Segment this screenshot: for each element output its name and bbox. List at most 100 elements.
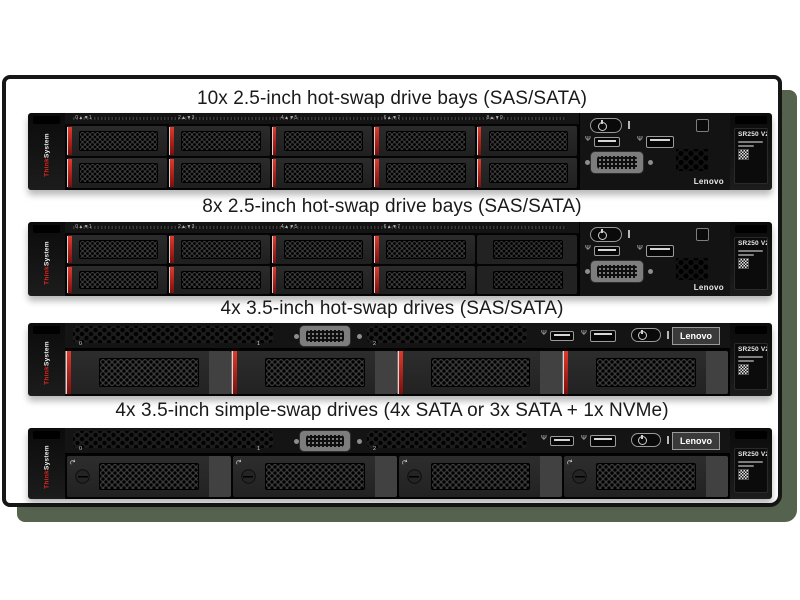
label-text-line (738, 250, 763, 252)
vga-connector (294, 430, 351, 452)
right-rack-ear: SR250 V2 (730, 113, 772, 190)
left-rack-ear: ThinkSystem (28, 222, 65, 296)
drive-bay-area: 0▲▼1 2▲▼3 4▲▼5 6▲▼7 8▲▼9 (65, 113, 579, 190)
thinksystem-logo: ThinkSystem (43, 240, 50, 285)
vent-holes (367, 431, 527, 448)
drive-tray-2.5-hotswap (271, 158, 373, 188)
lenovo-logo: Lenovo (672, 432, 720, 450)
drive-tray-2.5-hotswap (169, 158, 270, 188)
usb-icon: Ψ (637, 245, 643, 252)
qr-code (738, 149, 749, 160)
usb-port (646, 136, 674, 148)
release-arrow-icon: ↷ (233, 457, 245, 468)
thinksystem-logo: ThinkSystem (43, 341, 50, 386)
vga-connector (294, 325, 351, 347)
drive-bay-grid (65, 124, 579, 190)
drive-vent (79, 240, 159, 259)
drive-bay-filler (476, 235, 577, 264)
system-id-icon (696, 119, 709, 132)
drive-vent (283, 240, 364, 259)
drive-vent (488, 131, 568, 151)
drive-bay-filler (476, 265, 577, 294)
drive-tray-3.5-hotswap (67, 351, 231, 394)
drive-bay-area: 0▲▼1 2▲▼3 4▲▼5 6▲▼7 (65, 222, 579, 296)
vent-holes (73, 431, 273, 448)
model-name: SR250 V2 (738, 451, 768, 458)
power-icon (598, 229, 607, 240)
drive-bay-grid (65, 233, 579, 296)
drive-vent (79, 131, 159, 151)
drive-tray-2.5-hotswap (374, 158, 475, 188)
usb-icon: Ψ (581, 435, 587, 442)
model-label: SR250 V2 (734, 343, 768, 390)
vent-holes (676, 149, 708, 171)
thinksystem-logo: ThinkSystem (43, 445, 50, 489)
drive-vent (181, 131, 261, 151)
server-4x3.5-hotswap: ThinkSystem 0 1 2 Ψ Ψ Lenovo (28, 323, 772, 396)
bay-number: 1 (257, 341, 261, 347)
chassis-front: 0▲▼1 2▲▼3 4▲▼5 6▲▼7 8▲▼9 (65, 113, 730, 190)
bay-mark: 8▲▼9 (486, 115, 504, 121)
chassis-front: 0▲▼1 2▲▼3 4▲▼5 6▲▼7 (65, 222, 730, 296)
server-8x2.5-hotswap: ThinkSystem 0▲▼1 2▲▼3 4▲▼5 6▲▼7 (28, 222, 772, 296)
chassis-front: 0 1 2 Ψ Ψ Lenovo (65, 323, 730, 396)
bay-number: 0 (79, 341, 83, 347)
caption-4x35-hotswap: 4x 3.5-inch hot-swap drives (SAS/SATA) (220, 298, 564, 319)
bay-number: 2 (373, 446, 377, 452)
power-button (631, 328, 661, 342)
caption-4x35-simpleswap: 4x 3.5-inch simple-swap drives (4x SATA … (115, 400, 669, 421)
model-name: SR250 V2 (738, 131, 768, 138)
label-text-line (738, 141, 763, 143)
model-label: SR250 V2 (734, 128, 768, 184)
system-id-icon (696, 228, 709, 241)
drive-vent (283, 270, 364, 289)
qr-code (738, 469, 749, 480)
usb-icon: Ψ (581, 330, 587, 337)
model-name: SR250 V2 (738, 346, 768, 353)
usb-icon: Ψ (585, 136, 591, 143)
drive-tray-3.5-simpleswap: ↷ (232, 456, 397, 497)
label-text-line (738, 360, 755, 362)
label-text-line (738, 254, 755, 256)
bay-number-strip: 0▲▼1 2▲▼3 4▲▼5 6▲▼7 (65, 222, 579, 233)
drive-vent (430, 463, 531, 490)
drive-vent (181, 163, 261, 183)
drive-tray-3.5-hotswap (564, 351, 728, 394)
bay-number: 1 (257, 446, 261, 452)
server-4x3.5-simpleswap: ThinkSystem 0 1 2 Ψ Ψ Lenovo (28, 428, 772, 499)
drive-vent (79, 163, 159, 183)
bay-mark: 6▲▼7 (383, 115, 401, 121)
drive-tray-2.5-hotswap (374, 265, 475, 294)
drive-vent (430, 358, 531, 387)
drive-tray-2.5-hotswap (67, 158, 168, 188)
bay-mark: 0▲▼1 (75, 224, 92, 230)
label-text-line (738, 465, 755, 467)
usb-port (594, 246, 620, 256)
drive-vent (79, 270, 159, 289)
drive-tray-2.5-hotswap (67, 235, 168, 264)
drive-tray-2.5-hotswap (67, 126, 168, 156)
drive-vent (386, 270, 466, 289)
model-name: SR250 V2 (738, 240, 768, 247)
caption-8x25: 8x 2.5-inch hot-swap drive bays (SAS/SAT… (202, 196, 582, 217)
drive-vent (596, 463, 696, 490)
power-button (590, 227, 622, 242)
power-button (631, 433, 661, 447)
drive-vent (181, 240, 261, 259)
power-icon (598, 120, 607, 131)
left-rack-ear: ThinkSystem (28, 323, 65, 396)
drive-vent (283, 163, 364, 183)
usb-port (550, 331, 574, 341)
drive-tray-2.5-hotswap (374, 235, 475, 264)
drive-tray-2.5-hotswap (476, 126, 577, 156)
power-led (667, 436, 669, 444)
drive-vent (99, 358, 199, 387)
drive-tray-2.5-hotswap (169, 235, 270, 264)
bay-mark: 0▲▼1 (75, 115, 92, 121)
left-rack-ear: ThinkSystem (28, 113, 65, 190)
bay-mark: 4▲▼5 (280, 224, 298, 230)
bay-number: 2 (373, 341, 377, 347)
front-io-panel: Ψ Ψ Lenovo (579, 113, 730, 190)
front-io-strip: 0 1 2 Ψ Ψ Lenovo (65, 428, 730, 454)
drive-vent (596, 358, 696, 387)
